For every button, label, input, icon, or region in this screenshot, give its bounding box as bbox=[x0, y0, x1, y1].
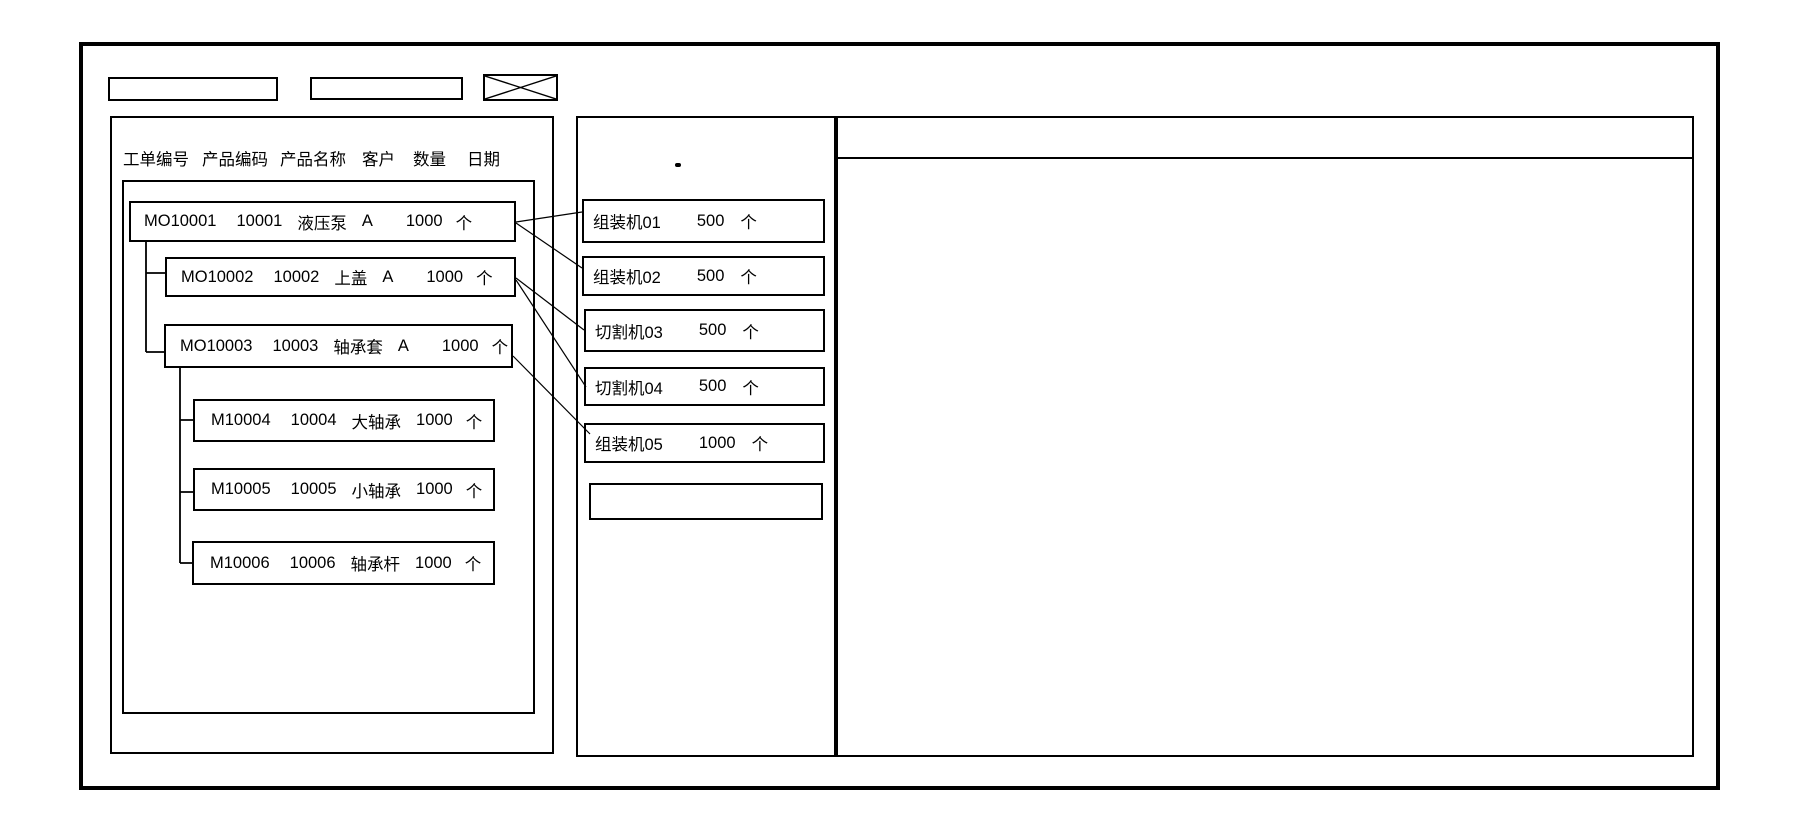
order-card-mo10003[interactable]: MO10003 10003 轴承套 A 1000 个 bbox=[164, 324, 513, 368]
customer: A bbox=[361, 212, 373, 230]
unit: 个 bbox=[464, 556, 482, 574]
x-cross-icon bbox=[485, 76, 556, 99]
unit: 个 bbox=[742, 379, 759, 398]
order-id: M10006 bbox=[210, 553, 270, 572]
column-headers: 工单编号 产品编码 产品名称 客户 数量 日期 bbox=[110, 146, 554, 169]
product-code: 10002 bbox=[273, 267, 320, 286]
product-code: 10004 bbox=[290, 411, 337, 429]
machine-qty: 500 bbox=[698, 377, 727, 395]
machine-name: 切割机03 bbox=[595, 323, 663, 342]
unit: 个 bbox=[740, 214, 757, 232]
col-header-order-no: 工单编号 bbox=[123, 151, 189, 169]
schedule-panel bbox=[836, 116, 1694, 757]
unit: 个 bbox=[751, 436, 769, 454]
machine-name: 组装机05 bbox=[595, 436, 663, 454]
unit: 个 bbox=[455, 214, 473, 233]
product-code: 10003 bbox=[272, 336, 319, 355]
col-header-product-name: 产品名称 bbox=[280, 151, 346, 169]
col-header-product-code: 产品编码 bbox=[202, 151, 268, 169]
toolbar-field-1[interactable] bbox=[108, 77, 278, 101]
product-name: 上盖 bbox=[334, 270, 368, 288]
machine-name: 切割机04 bbox=[595, 379, 663, 398]
product-code: 10006 bbox=[289, 553, 336, 572]
machine-card-01[interactable]: 组装机01 500 个 bbox=[582, 199, 825, 243]
product-name: 轴承杆 bbox=[350, 556, 401, 574]
machine-card-empty[interactable] bbox=[589, 483, 823, 520]
quantity: 1000 bbox=[416, 480, 453, 498]
unit: 个 bbox=[742, 323, 759, 342]
order-card-m10004[interactable]: M10004 10004 大轴承 1000 个 bbox=[193, 399, 495, 442]
order-id: MO10003 bbox=[180, 336, 253, 355]
unit: 个 bbox=[740, 269, 757, 287]
col-header-date: 日期 bbox=[467, 151, 500, 169]
unit: 个 bbox=[491, 339, 509, 357]
machine-name: 组装机02 bbox=[593, 269, 661, 287]
customer: A bbox=[382, 267, 394, 286]
order-card-m10006[interactable]: M10006 10006 轴承杆 1000 个 bbox=[192, 541, 495, 585]
quantity: 1000 bbox=[416, 411, 453, 429]
machine-card-04[interactable]: 切割机04 500 个 bbox=[584, 367, 825, 406]
machine-qty: 500 bbox=[698, 321, 727, 339]
order-card-mo10001[interactable]: MO10001 10001 液压泵 A 1000 个 bbox=[129, 201, 516, 242]
product-code: 10001 bbox=[236, 212, 283, 230]
order-id: M10004 bbox=[211, 411, 271, 429]
product-name: 液压泵 bbox=[297, 214, 347, 233]
schedule-header-divider bbox=[838, 157, 1692, 159]
quantity: 1000 bbox=[426, 267, 464, 286]
customer: A bbox=[397, 336, 409, 355]
product-name: 大轴承 bbox=[351, 413, 402, 432]
unit: 个 bbox=[465, 413, 483, 432]
order-id: M10005 bbox=[211, 480, 271, 498]
product-code: 10005 bbox=[290, 480, 337, 498]
stray-dot bbox=[675, 163, 681, 167]
machine-card-03[interactable]: 切割机03 500 个 bbox=[584, 309, 825, 352]
machine-qty: 1000 bbox=[698, 433, 736, 452]
col-header-quantity: 数量 bbox=[413, 151, 446, 169]
image-placeholder-icon[interactable] bbox=[483, 74, 558, 101]
quantity: 1000 bbox=[405, 212, 443, 230]
quantity: 1000 bbox=[441, 336, 479, 355]
col-header-customer: 客户 bbox=[362, 151, 395, 169]
machine-card-02[interactable]: 组装机02 500 个 bbox=[582, 256, 825, 296]
unit: 个 bbox=[465, 482, 483, 501]
machine-qty: 500 bbox=[696, 266, 725, 285]
product-name: 轴承套 bbox=[333, 339, 383, 357]
unit: 个 bbox=[476, 270, 493, 288]
machine-name: 组装机01 bbox=[593, 214, 661, 232]
order-card-m10005[interactable]: M10005 10005 小轴承 1000 个 bbox=[193, 468, 495, 511]
machine-qty: 500 bbox=[696, 211, 725, 230]
quantity: 1000 bbox=[415, 553, 452, 572]
toolbar-field-2[interactable] bbox=[310, 77, 463, 100]
order-id: MO10002 bbox=[181, 267, 254, 286]
order-id: MO10001 bbox=[144, 212, 217, 230]
order-card-mo10002[interactable]: MO10002 10002 上盖 A 1000 个 bbox=[165, 257, 516, 297]
machine-card-05[interactable]: 组装机05 1000 个 bbox=[584, 423, 825, 463]
product-name: 小轴承 bbox=[351, 482, 402, 501]
